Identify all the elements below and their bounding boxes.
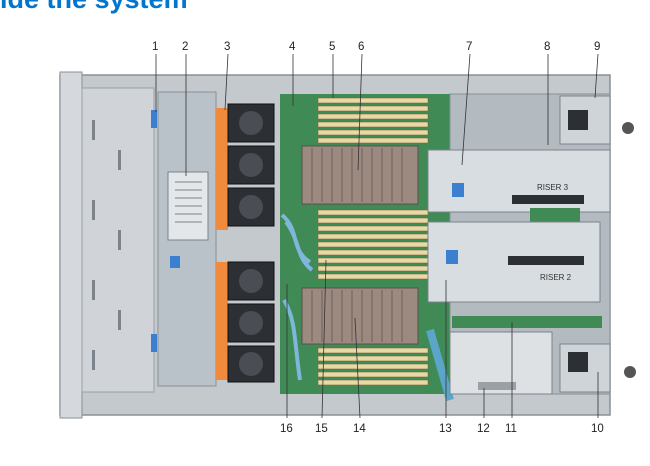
riser-2-label: RISER 2: [540, 273, 572, 282]
riser-3-label: RISER 3: [537, 183, 569, 192]
front-drive-bay: [59, 71, 83, 419]
callout-8: 8: [544, 41, 550, 53]
dimm-bank-middle: [317, 209, 429, 280]
callout-7: 7: [466, 41, 472, 53]
fan-hubs: [239, 111, 263, 376]
page-title: ide the system: [0, 0, 188, 15]
leader-lines-bottom: [286, 259, 599, 419]
callout-1: 1: [152, 41, 158, 53]
heatsink-processor-2: [301, 287, 419, 345]
heatsink-processor-1: [301, 145, 419, 205]
callout-6: 6: [358, 41, 364, 53]
psu-2-fan: [568, 352, 588, 372]
callout-4: 4: [289, 41, 296, 53]
callout-3: 3: [224, 41, 230, 53]
blue-latch: [170, 256, 180, 268]
fan-shroud-lower: [216, 262, 228, 380]
release-tab-top: [151, 110, 157, 128]
dimm-bank-top: [317, 97, 429, 144]
callout-11: 11: [505, 423, 517, 435]
callout-12: 12: [477, 423, 490, 435]
callout-14: 14: [353, 423, 366, 435]
rear-module-connector: [478, 382, 516, 390]
callout-5: 5: [329, 41, 335, 53]
heatsink-fins-1: [311, 148, 403, 202]
callout-15: 15: [315, 423, 328, 435]
drive-bay-slots: [92, 120, 121, 370]
riser-3-slot: [512, 195, 584, 204]
riser-3-latch: [452, 183, 464, 197]
callout-16: 16: [280, 423, 293, 435]
callout-2: 2: [182, 41, 188, 53]
system-board-connectors: [452, 316, 602, 328]
callout-10: 10: [591, 423, 604, 435]
heatsink-fins-2: [311, 290, 403, 342]
psu-2-handle: [624, 366, 636, 378]
psu-1-fan: [568, 110, 588, 130]
controller-card-grill: [175, 181, 202, 223]
callout-9: 9: [594, 41, 600, 53]
leader-lines-top: [155, 53, 599, 176]
release-tab-bottom: [151, 334, 157, 352]
riser-2-latch: [446, 250, 458, 264]
riser-2-slot: [508, 256, 584, 265]
dimm-bank-bottom: [317, 347, 429, 386]
fan-shroud-upper: [216, 108, 228, 230]
psu-1-handle: [622, 122, 634, 134]
callout-13: 13: [439, 423, 452, 435]
flat-cable: [426, 328, 454, 402]
